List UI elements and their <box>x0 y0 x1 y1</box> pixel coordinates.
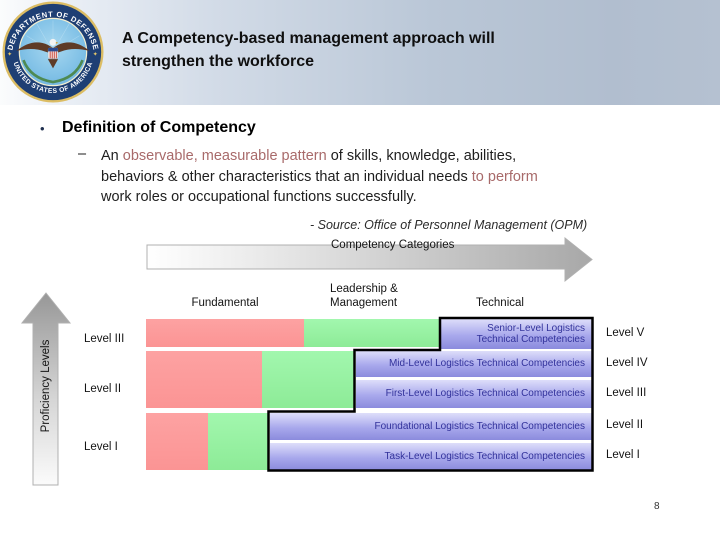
definition-text-plain: behaviors & other characteristics that a… <box>101 168 472 185</box>
technical-box-first: First-Level Logistics Technical Competen… <box>356 380 592 408</box>
page-number: 8 <box>654 501 660 512</box>
right-level-label-1: Level I <box>606 449 640 461</box>
column-header-fundamental: Fundamental <box>191 297 259 309</box>
column-header-leadership-management: Leadership & Management <box>330 283 398 309</box>
right-level-label-4: Level IV <box>606 357 648 369</box>
fundamental-bar-row-2 <box>146 351 262 408</box>
technical-box-senior-label: Senior-Level Logistics Technical Compete… <box>476 322 585 346</box>
seal-star-left-icon: ✦ <box>7 51 12 58</box>
right-level-label-3: Level III <box>606 387 647 399</box>
eagle-icon <box>16 38 90 69</box>
dod-seal-logo: DEPARTMENT OF DEFENSE UNITED STATES OF A… <box>2 1 104 103</box>
definition-paragraph: An observable, measurable pattern of ski… <box>101 146 538 208</box>
left-level-label-3: Level III <box>84 333 125 345</box>
definition-text-plain: An <box>101 148 123 164</box>
right-level-label-2: Level II <box>606 419 644 431</box>
technical-box-senior: Senior-Level Logistics Technical Compete… <box>441 319 592 349</box>
right-level-label-5: Level V <box>606 327 645 339</box>
seal-star-right-icon: ✦ <box>93 51 98 58</box>
definition-line-2: behaviors & other characteristics that a… <box>101 167 538 188</box>
leadership-bar-row-3 <box>304 319 440 347</box>
left-level-label-1: Level I <box>84 441 118 453</box>
definition-line-3: work roles or occupational functions suc… <box>101 189 417 205</box>
technical-box-foundational: Foundational Logistics Technical Compete… <box>270 413 592 440</box>
dash-bullet-icon: – <box>78 146 87 162</box>
technical-box-task: Task-Level Logistics Technical Competenc… <box>270 443 592 470</box>
slide-title-line-2: strengthen the workforce <box>122 53 315 70</box>
slide-title-line-1: A Competency-based management approach w… <box>122 30 495 47</box>
proficiency-levels-label: Proficiency Levels <box>40 339 52 433</box>
definition-text-accent: observable, measurable pattern <box>122 148 327 164</box>
definition-text-plain: of skills, knowledge, abilities, <box>326 148 517 164</box>
technical-box-mid: Mid-Level Logistics Technical Competenci… <box>356 351 592 377</box>
fundamental-bar-row-1 <box>146 413 208 470</box>
definition-line-1: An observable, measurable pattern of ski… <box>101 146 538 167</box>
competency-categories-label: Competency Categories <box>331 239 455 251</box>
bullet-icon: • <box>40 121 45 136</box>
source-attribution: - Source: Office of Personnel Management… <box>310 218 588 232</box>
leadership-bar-row-2 <box>262 351 355 408</box>
slide-title: A Competency-based management approach w… <box>122 27 495 73</box>
header-band <box>0 0 720 105</box>
column-header-technical: Technical <box>476 297 524 309</box>
definition-heading: Definition of Competency <box>62 119 256 136</box>
leadership-bar-row-1 <box>208 413 269 470</box>
fundamental-bar-row-3 <box>146 319 304 347</box>
laurel-wreath-icon <box>22 59 84 84</box>
competency-categories-arrow <box>146 236 593 283</box>
left-level-label-2: Level II <box>84 383 122 395</box>
definition-text-accent: to perform <box>471 168 538 185</box>
proficiency-levels-arrow <box>20 292 72 486</box>
